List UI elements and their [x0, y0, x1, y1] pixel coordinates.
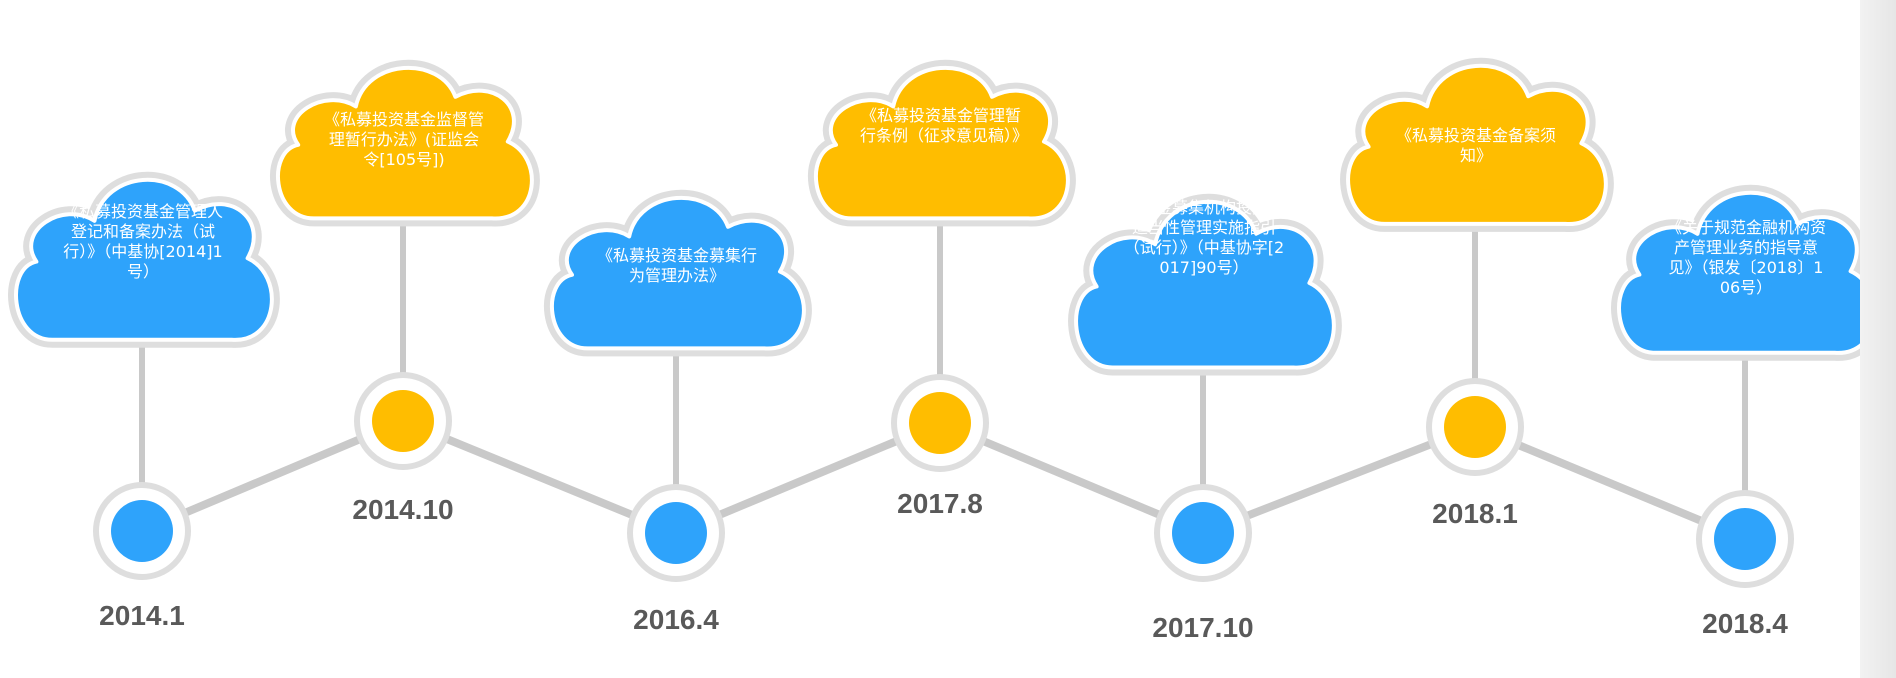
- node-dot: [645, 502, 707, 564]
- node-dot: [909, 392, 971, 454]
- date-label-2014-10: 2014.10: [352, 494, 454, 525]
- date-label-2017-8: 2017.8: [897, 488, 983, 519]
- node-dot: [1172, 502, 1234, 564]
- cloud-text-2018-4: 《关于规范金融机构资产管理业务的指导意见》（银发〔2018〕106号）: [1665, 218, 1826, 297]
- cloud-shape: [1074, 200, 1336, 370]
- node-dot: [111, 500, 173, 562]
- node-dot: [1714, 508, 1776, 570]
- cloud-text-2014-10: 《私募投资基金监督管理暂行办法》(证监会令[105号]): [323, 110, 484, 169]
- node-dot: [1444, 396, 1506, 458]
- date-label-2018-1: 2018.1: [1432, 498, 1518, 529]
- cloud-shape: [549, 195, 806, 351]
- cloud-text-2017-8: 《私募投资基金管理暂行条例（征求意见稿）》: [860, 106, 1029, 145]
- node-dot: [372, 390, 434, 452]
- timeline-nodes: [93, 372, 1794, 588]
- date-label-2017-10: 2017.10: [1152, 612, 1254, 643]
- cloud-text-2017-10: 《基金募集机构投资者适当性管理实施指引（试行）》（中基协字[2017]90号）: [1123, 198, 1285, 277]
- cloud-text-2016-4: 《私募投资基金募集行为管理办法》: [596, 246, 757, 285]
- cloud-shape: [813, 65, 1070, 221]
- cloud-shape: [14, 178, 274, 342]
- cloud-text-2014-1: 《私募投资基金管理人登记和备案办法（试行）》（中基协[2014]1号）: [62, 202, 223, 281]
- cloud-text-2018-1: 《私募投资基金备案须知》: [1395, 126, 1556, 165]
- side-panel-edge: [1860, 0, 1896, 678]
- connector-line: [401, 417, 678, 537]
- cloud-shape: [1346, 64, 1608, 226]
- cloud-shape: [276, 65, 534, 221]
- clouds: [8, 58, 1883, 376]
- date-label-2014-1: 2014.1: [99, 600, 185, 631]
- date-label-2018-4: 2018.4: [1702, 608, 1788, 639]
- date-label-2016-4: 2016.4: [633, 604, 719, 635]
